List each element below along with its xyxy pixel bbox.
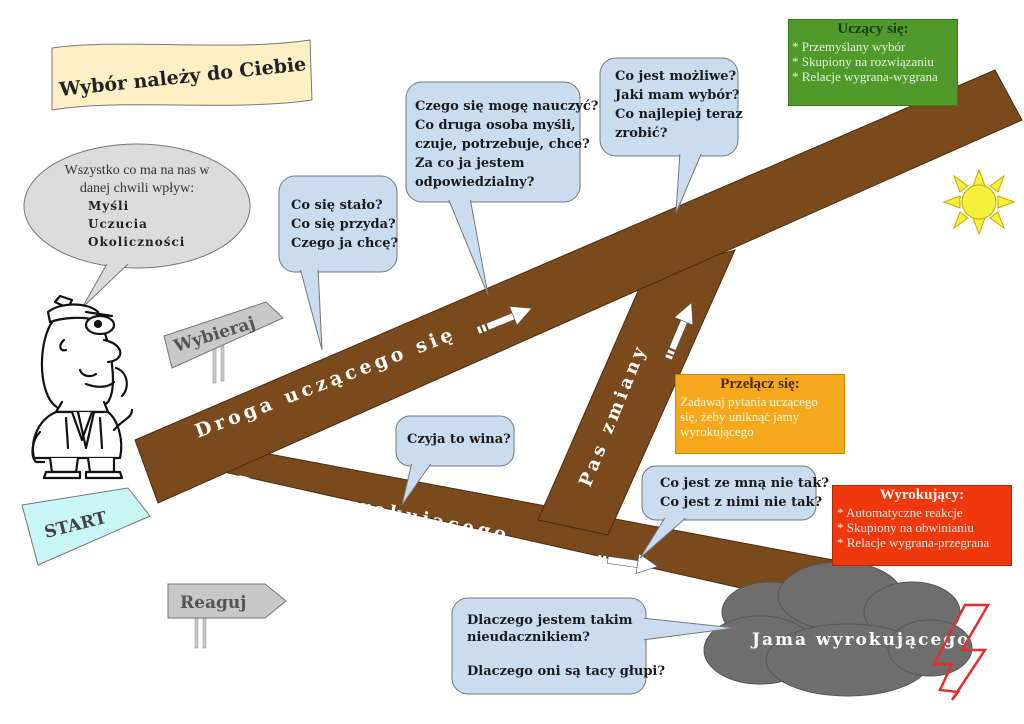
judger-pit-label: Jama wyrokującego	[750, 630, 971, 650]
judger-box-item: * Automatyczne reakcje	[837, 505, 963, 520]
speech-bubble-judger-2	[639, 465, 817, 559]
bubble-judger-1-text: Czyja to wina?	[407, 430, 511, 449]
speech-bubble-learner-3	[599, 57, 739, 214]
speech-bubble-judger-3	[451, 597, 736, 695]
switch-box-line: się, żeby uniknąć jamy	[680, 409, 800, 424]
switch-box-line: Zadawaj pytania uczącego	[680, 394, 818, 409]
speech-bubble-learner-2	[405, 81, 581, 296]
learner-road	[134, 69, 1023, 504]
bubble-learner-2-text: Czego się mogę nauczyć? Co druga osoba m…	[415, 97, 598, 192]
bubble-line: Co najlepiej teraz	[615, 107, 743, 122]
thought-item: Okoliczności	[88, 235, 185, 249]
judger-arrow	[597, 553, 659, 574]
bubble-line: Co jest z nimi nie tak?	[660, 495, 823, 510]
bubble-line: Jaki mam wybór?	[615, 88, 740, 103]
lightning-icon	[931, 603, 991, 701]
thought-item: Myśli	[88, 199, 129, 213]
thought-line-1: Wszystko co ma na nas w	[64, 163, 210, 178]
speech-bubble-learner-1	[278, 175, 398, 351]
bubble-line: zrobić?	[615, 126, 668, 141]
thought-line-2: danej chwili wpływ:	[80, 181, 194, 196]
sun-icon	[942, 168, 1016, 236]
bubble-line: Co się przyda?	[291, 217, 396, 232]
bubble-line: Co się stało?	[291, 198, 383, 213]
learner-box-item: * Relacje wygrana-wygrana	[792, 69, 938, 84]
bubble-line: Czyja to wina?	[407, 432, 511, 447]
start-sign	[21, 487, 151, 566]
bubble-line: Co jest ze mną nie tak?	[660, 476, 829, 491]
judger-box-item: * Skupiony na obwinianiu	[837, 520, 974, 535]
switch-info-box: Przełącz się: Zadawaj pytania uczącego s…	[675, 374, 845, 454]
react-sign-label: Reaguj	[180, 593, 246, 613]
judger-pit-cloud	[703, 561, 973, 697]
bubble-line: Dlaczego jestem takim	[467, 613, 633, 628]
switch-arrow	[665, 302, 694, 360]
judger-info-box: Wyrokujący: * Automatyczne reakcje * Sku…	[832, 485, 1012, 566]
learner-box-item: * Skupiony na rozwiązaniu	[792, 54, 934, 69]
bubble-line: Co druga osoba myśli,	[415, 118, 576, 133]
bubble-line: Dlaczego oni są tacy głupi?	[467, 664, 665, 679]
bubble-line: Co jest możliwe?	[615, 69, 737, 84]
bubble-line: Czego się mogę nauczyć?	[415, 99, 599, 114]
judger-box-title: Wyrokujący:	[879, 487, 965, 503]
learner-arrow	[476, 306, 533, 334]
judger-box-item: * Relacje wygrana-przegrana	[837, 535, 990, 550]
thought-bubble-tail	[81, 261, 132, 309]
bubble-learner-1-text: Co się stało? Co się przyda? Czego ja ch…	[291, 196, 398, 253]
bubble-line: nieudacznikiem?	[467, 630, 590, 645]
bubble-judger-2-text: Co jest ze mną nie tak? Co jest z nimi n…	[660, 474, 829, 512]
bubble-line: Czego ja chcę?	[291, 236, 399, 251]
learner-box-item: * Przemyślany wybór	[792, 39, 906, 54]
switch-box-line: wyrokującego	[680, 424, 754, 439]
choose-sign	[163, 301, 284, 384]
learner-box-title: Uczący się:	[837, 21, 909, 37]
switch-box-title: Przełącz się:	[720, 376, 800, 392]
bubble-judger-3-text: Dlaczego jestem takim nieudacznikiem? Dl…	[467, 612, 665, 680]
react-sign	[167, 583, 287, 649]
speech-bubble-judger-1	[395, 415, 515, 506]
thought-bubble	[23, 143, 251, 269]
thought-item: Uczucia	[88, 217, 148, 231]
bubble-line	[467, 646, 665, 663]
bubble-line: czuje, potrzebuje, chce?	[415, 137, 590, 152]
bubble-line: Za co ja jestem	[415, 156, 525, 171]
bubble-line: odpowiedzialny?	[415, 175, 535, 190]
learner-info-box: Uczący się: * Przemyślany wybór * Skupio…	[788, 19, 958, 106]
cartoon-man-figure	[31, 294, 134, 480]
title-banner	[51, 39, 313, 111]
bubble-learner-3-text: Co jest możliwe? Jaki mam wybór? Co najl…	[615, 67, 743, 143]
